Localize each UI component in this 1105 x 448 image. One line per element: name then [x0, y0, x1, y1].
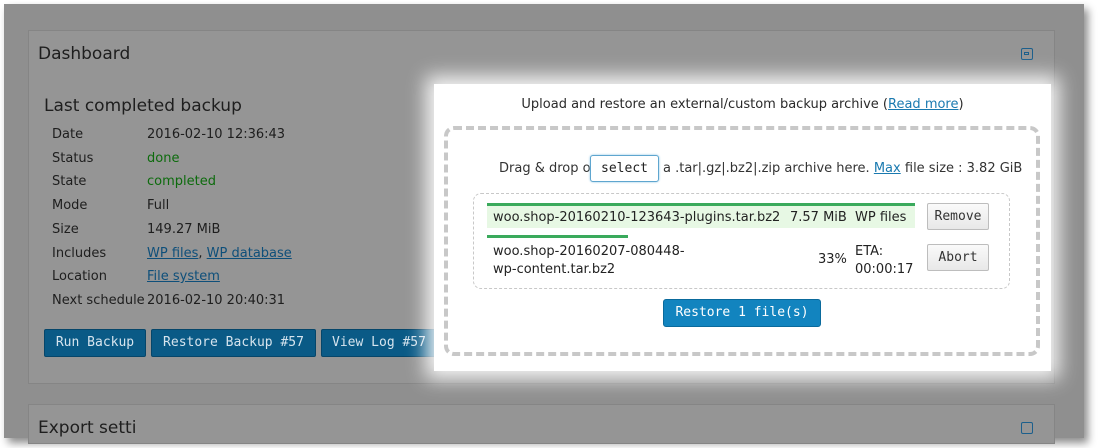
- upload-progress-bar-2: [487, 235, 628, 238]
- run-backup-button[interactable]: Run Backup: [44, 329, 146, 357]
- read-more-link[interactable]: Read more: [888, 97, 959, 112]
- collapse-icon[interactable]: [1021, 48, 1033, 60]
- size-label: Size: [52, 222, 79, 237]
- upload-title-text: Upload and restore an external/custom ba…: [521, 97, 889, 112]
- state-value: completed: [147, 174, 216, 189]
- restore-backup-button[interactable]: Restore Backup #57: [151, 329, 316, 357]
- location-label: Location: [52, 269, 107, 284]
- drop-zone[interactable]: [444, 126, 1040, 356]
- includes-label: Includes: [52, 246, 107, 261]
- upload-percent: 33%: [818, 252, 847, 267]
- includes-value: WP files, WP database: [147, 246, 292, 261]
- file-name-2: woo.shop-20160207-080448-wp-content.tar.…: [493, 244, 685, 277]
- upload-progress-bar: [487, 203, 915, 206]
- archive-types-text: a .tar|.gz|.bz2|.zip archive here.: [663, 161, 870, 176]
- file-name: woo.shop-20160210-123643-plugins.tar.bz2: [493, 210, 781, 225]
- collapse-icon-2[interactable]: [1021, 422, 1033, 434]
- status-label: Status: [52, 151, 94, 166]
- archive-info-text: a .tar|.gz|.bz2|.zip archive here. Max f…: [663, 161, 1022, 176]
- location-value: File system: [147, 269, 220, 284]
- max-link[interactable]: Max: [873, 161, 901, 176]
- state-label: State: [52, 174, 87, 189]
- upload-eta: ETA: 00:00:17: [855, 244, 914, 277]
- file-list: [473, 193, 1010, 289]
- next-panel-title: Export setti: [38, 418, 137, 438]
- file-system-link[interactable]: File system: [147, 269, 220, 284]
- size-value: 149.27 MiB: [147, 222, 221, 237]
- dashboard-title: Dashboard: [38, 44, 131, 64]
- status-value: done: [147, 151, 180, 166]
- upload-title: Upload and restore an external/custom ba…: [434, 97, 1051, 112]
- mode-value: Full: [147, 198, 170, 213]
- upload-title-suffix: ): [958, 97, 964, 112]
- file-row-highlight: [487, 206, 915, 228]
- includes-separator: ,: [198, 246, 207, 261]
- wp-database-link[interactable]: WP database: [206, 246, 292, 261]
- max-file-size-text: file size : 3.82 GiB: [904, 161, 1023, 176]
- remove-button[interactable]: Remove: [927, 203, 989, 230]
- wp-files-link[interactable]: WP files: [147, 246, 199, 261]
- next-schedule-label: Next schedule: [52, 293, 145, 308]
- restore-files-button[interactable]: Restore 1 file(s): [663, 299, 821, 327]
- date-label: Date: [52, 127, 84, 142]
- date-value: 2016-02-10 12:36:43: [147, 127, 286, 142]
- drag-drop-text: Drag & drop or: [499, 161, 596, 176]
- file-type: WP files: [855, 210, 907, 225]
- select-file-button[interactable]: select: [590, 155, 659, 182]
- file-size: 7.57 MiB: [790, 210, 847, 225]
- mode-label: Mode: [52, 198, 88, 213]
- abort-button[interactable]: Abort: [927, 244, 989, 271]
- next-schedule-value: 2016-02-10 20:40:31: [147, 293, 286, 308]
- next-panel: [28, 404, 1055, 444]
- last-backup-title: Last completed backup: [44, 96, 242, 116]
- view-log-button[interactable]: View Log #57: [321, 329, 437, 357]
